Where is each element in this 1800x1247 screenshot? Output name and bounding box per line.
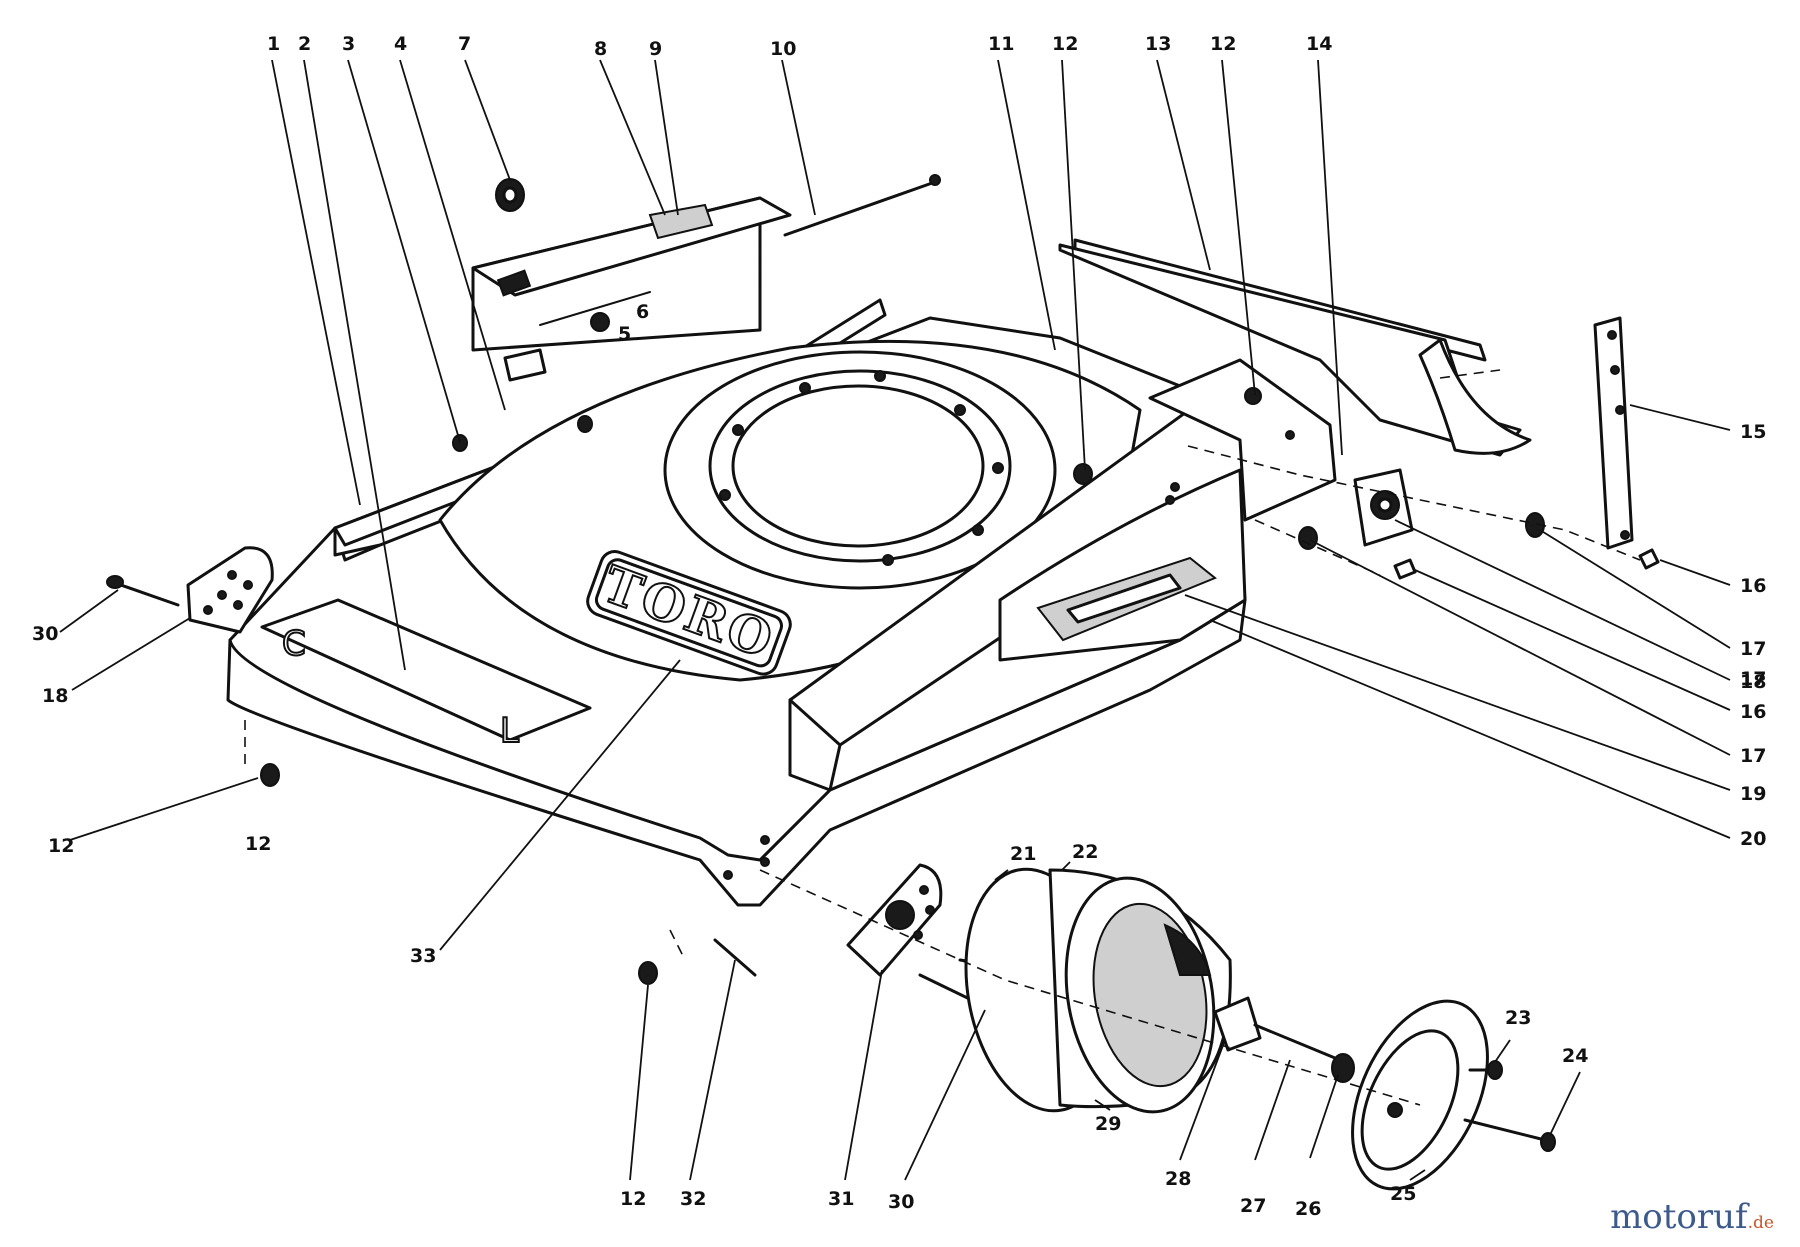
callout-28: 28 bbox=[1165, 1168, 1191, 1190]
callout-30-a: 30 bbox=[32, 623, 58, 645]
callout-5: 5 bbox=[618, 323, 631, 345]
callout-9: 9 bbox=[649, 38, 662, 60]
callout-2: 2 bbox=[298, 33, 311, 55]
callout-26: 26 bbox=[1295, 1198, 1321, 1220]
callout-27: 27 bbox=[1240, 1195, 1266, 1217]
discharge-door bbox=[471, 178, 792, 382]
callout-12-a: 12 bbox=[1052, 33, 1078, 55]
callout-21: 21 bbox=[1010, 843, 1036, 865]
callout-20: 20 bbox=[1740, 828, 1766, 850]
callout-1: 1 bbox=[267, 33, 280, 55]
callout-32: 32 bbox=[680, 1188, 706, 1210]
callout-12-b: 12 bbox=[1210, 33, 1236, 55]
callout-16-b: 16 bbox=[1740, 701, 1766, 723]
watermark-tld: .de bbox=[1747, 1213, 1774, 1233]
callout-17-c: 17 bbox=[1740, 668, 1766, 690]
assembly-lines bbox=[244, 240, 1641, 1106]
callout-31: 31 bbox=[828, 1188, 854, 1210]
watermark-brand: motoruf bbox=[1610, 1197, 1748, 1237]
callout-12-e: 12 bbox=[48, 835, 74, 857]
callout-24: 24 bbox=[1562, 1045, 1588, 1067]
front-wheel-assembly bbox=[638, 863, 1556, 1191]
callout-12-d: 12 bbox=[620, 1188, 646, 1210]
callout-23: 23 bbox=[1505, 1007, 1531, 1029]
callout-18-a: 18 bbox=[1740, 671, 1766, 693]
callout-17-b: 17 bbox=[1740, 745, 1766, 767]
callout-25: 25 bbox=[1390, 1183, 1416, 1205]
callout-29: 29 bbox=[1095, 1113, 1121, 1135]
callout-30-b: 30 bbox=[888, 1191, 914, 1213]
decal-letter-c: C bbox=[282, 624, 306, 664]
rear-left-adjuster bbox=[106, 546, 274, 634]
callout-11: 11 bbox=[988, 33, 1014, 55]
callout-33: 33 bbox=[410, 945, 436, 967]
callout-3: 3 bbox=[342, 33, 355, 55]
nut-set bbox=[260, 415, 1093, 787]
callout-12-c: 12 bbox=[245, 833, 271, 855]
callout-19: 19 bbox=[1740, 783, 1766, 805]
rear-height-adjuster bbox=[1298, 468, 1660, 580]
watermark-logo: motoruf.de bbox=[1610, 1197, 1774, 1237]
callout-10: 10 bbox=[770, 38, 796, 60]
callout-22: 22 bbox=[1072, 841, 1098, 863]
rear-door bbox=[1058, 238, 1532, 457]
callout-15: 15 bbox=[1740, 421, 1766, 443]
callout-16-a: 16 bbox=[1740, 575, 1766, 597]
callouts: 1 2 3 4 5 6 7 8 9 10 11 12 12 13 12 14 1… bbox=[32, 33, 1766, 1220]
leader-lines bbox=[59, 59, 1731, 1181]
callout-13: 13 bbox=[1145, 33, 1171, 55]
callout-14: 14 bbox=[1306, 33, 1332, 55]
callout-18-b: 18 bbox=[42, 685, 68, 707]
handle-bracket bbox=[1593, 316, 1634, 550]
callout-4: 4 bbox=[394, 33, 407, 55]
callout-17-a: 17 bbox=[1740, 638, 1766, 660]
callout-7: 7 bbox=[458, 33, 471, 55]
hinge-rod bbox=[783, 174, 941, 237]
callout-6: 6 bbox=[636, 301, 649, 323]
callout-8: 8 bbox=[594, 38, 607, 60]
mower-deck: TORO C L bbox=[226, 298, 1337, 907]
decal-letter-l: L bbox=[500, 711, 519, 751]
